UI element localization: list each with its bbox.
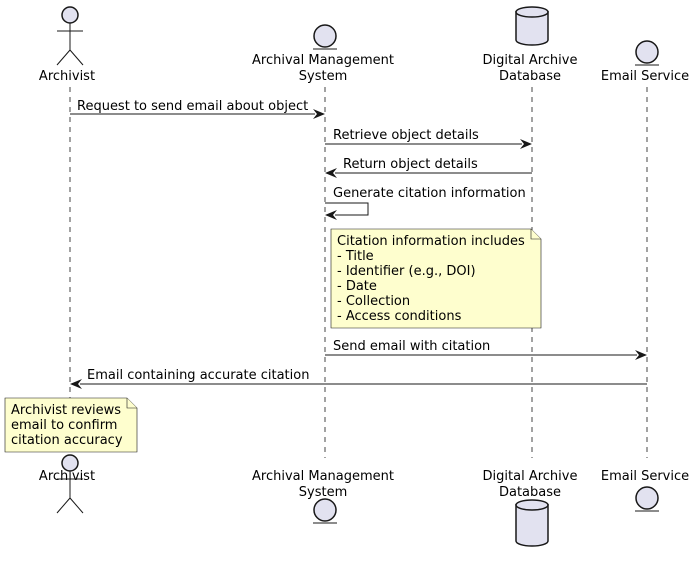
participant-archivist-top: Archivist xyxy=(39,6,95,84)
message-send-email: Send email with citation xyxy=(325,339,647,360)
participant-label: Archivist xyxy=(39,469,95,484)
entity-icon xyxy=(313,24,337,50)
message-label: Email containing accurate citation xyxy=(87,368,309,383)
participant-digital-archive-database-bottom: Digital Archive Database xyxy=(483,469,578,547)
note-line: - Identifier (e.g., DOI) xyxy=(337,264,476,279)
participant-label: Archivist xyxy=(39,69,95,84)
participant-label: System xyxy=(299,485,347,500)
arrowhead xyxy=(313,109,325,119)
message-label: Return object details xyxy=(343,157,478,172)
message-return-details: Return object details xyxy=(325,157,532,178)
entity-icon xyxy=(635,486,659,512)
note-line: - Access conditions xyxy=(337,309,462,324)
arrowhead xyxy=(520,139,532,149)
note-line: Citation information includes xyxy=(337,234,525,249)
message-label: Generate citation information xyxy=(333,186,526,201)
note-line: - Date xyxy=(337,279,377,294)
participant-label: System xyxy=(299,69,347,84)
note-line: citation accuracy xyxy=(11,433,123,448)
participant-email-service-bottom: Email Service xyxy=(601,469,689,512)
note-line: - Title xyxy=(337,249,374,264)
database-icon xyxy=(515,499,549,547)
participant-archivist-bottom: Archivist xyxy=(39,454,95,514)
entity-icon xyxy=(635,40,659,66)
participant-label: Digital Archive xyxy=(483,469,578,484)
participant-digital-archive-database-top: Digital Archive Database xyxy=(483,6,578,84)
message-retrieve-details: Retrieve object details xyxy=(325,128,532,149)
note-line: email to confirm xyxy=(11,418,117,433)
note-citation-information: Citation information includes - Title - … xyxy=(330,228,542,329)
participant-archival-management-system-bottom: Archival Management System xyxy=(252,469,394,524)
arrowhead xyxy=(70,379,82,389)
entity-icon xyxy=(313,498,337,524)
message-generate-citation: Generate citation information xyxy=(325,186,526,220)
actor-icon xyxy=(56,454,84,514)
message-email-citation: Email containing accurate citation xyxy=(70,368,647,389)
message-label: Retrieve object details xyxy=(333,128,479,143)
participant-label: Database xyxy=(499,69,561,84)
participant-label: Digital Archive xyxy=(483,53,578,68)
participant-label: Email Service xyxy=(601,69,689,84)
note-archivist-reviews: Archivist reviews email to confirm citat… xyxy=(4,397,138,453)
note-line: - Collection xyxy=(337,294,410,309)
participant-label: Archival Management xyxy=(252,469,394,484)
arrowhead xyxy=(635,350,647,360)
message-label: Send email with citation xyxy=(333,339,490,354)
note-line: Archivist reviews xyxy=(11,403,121,418)
actor-icon xyxy=(56,6,84,66)
participant-archival-management-system-top: Archival Management System xyxy=(252,24,394,84)
message-label: Request to send email about object xyxy=(77,99,308,114)
message-request-email: Request to send email about object xyxy=(70,99,325,119)
arrowhead xyxy=(325,168,337,178)
database-icon xyxy=(515,6,549,46)
participant-label: Email Service xyxy=(601,469,689,484)
arrowhead xyxy=(325,210,337,220)
participant-email-service-top: Email Service xyxy=(601,40,689,84)
participant-label: Database xyxy=(499,485,561,500)
participant-label: Archival Management xyxy=(252,53,394,68)
